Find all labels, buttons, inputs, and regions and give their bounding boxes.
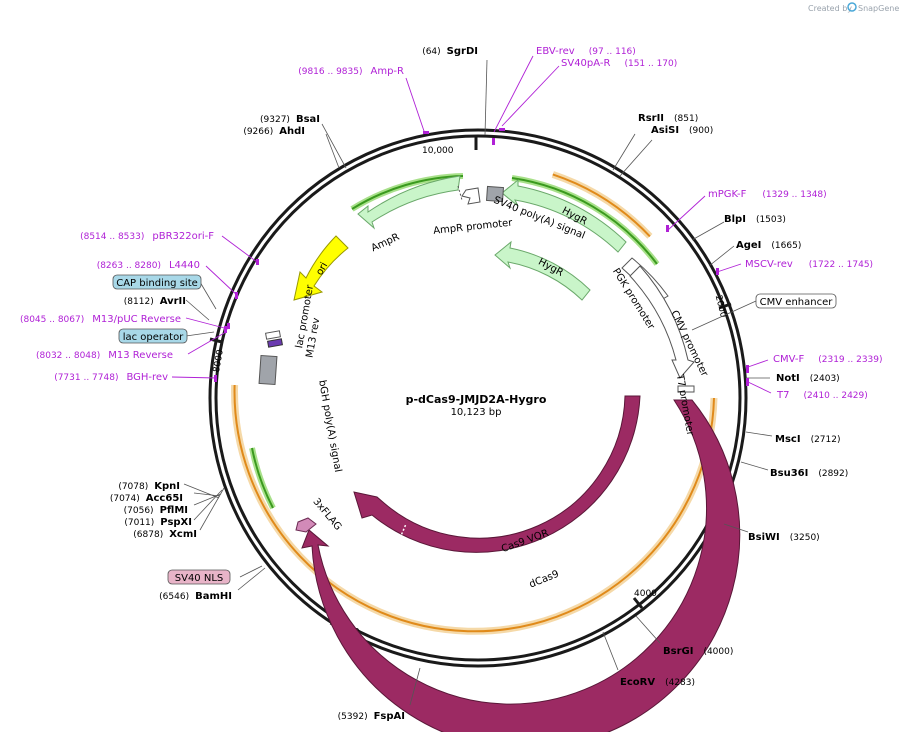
feature-label-3xflag: 3xFLAG bbox=[310, 496, 343, 532]
tick-mark-4000 bbox=[632, 597, 644, 609]
hygr-arrow-1[interactable] bbox=[501, 178, 627, 253]
primer-bgh-rev[interactable]: (7731 .. 7748)BGH-rev bbox=[54, 372, 168, 383]
primer-amp-r[interactable]: (9816 .. 9835)Amp-R bbox=[298, 66, 404, 77]
primer-cmv-f[interactable]: CMV-F(2319 .. 2339) bbox=[773, 354, 883, 365]
feature-label-dcas9: dCas9 bbox=[528, 569, 561, 591]
svg-text:SV40 NLS: SV40 NLS bbox=[175, 573, 224, 584]
site-bsu36i[interactable]: Bsu36I(2892) bbox=[770, 468, 848, 479]
snapgene-logo-icon bbox=[847, 2, 857, 12]
tick-mark-2000 bbox=[718, 302, 732, 310]
feature-label-ampr: AmpR bbox=[370, 232, 402, 255]
backbone-inner-ring bbox=[214, 134, 742, 662]
backbone-outer-ring bbox=[208, 128, 748, 668]
feature-label-bgh-polya: bGH poly(A) signal bbox=[316, 379, 343, 473]
primer-ebv-rev[interactable]: EBV-rev(97 .. 116) bbox=[536, 46, 636, 57]
dcas9-arrow[interactable] bbox=[301, 399, 741, 732]
site-kpni[interactable]: (7078)KpnI bbox=[118, 481, 180, 492]
3xflag-arrow[interactable] bbox=[295, 517, 317, 533]
orf-arc-hygr-line bbox=[511, 177, 658, 265]
site-bsai[interactable]: (9327)BsaI bbox=[260, 114, 320, 125]
primer-t7[interactable]: T7(2410 .. 2429) bbox=[776, 390, 868, 401]
cas9-vqr-divider bbox=[399, 523, 407, 539]
tick-label-8000: 8000 bbox=[212, 349, 226, 374]
created-by-label: Created by bbox=[808, 4, 852, 13]
tick-mark-8000 bbox=[209, 337, 223, 344]
primer-mpgk-f[interactable]: mPGK-F(1329 .. 1348) bbox=[708, 189, 827, 200]
t7-promoter-box[interactable] bbox=[677, 385, 695, 393]
site-leaders bbox=[183, 59, 773, 706]
ampr-divider bbox=[457, 185, 463, 201]
boxed-feature-cmv-enhancer[interactable]: CMV enhancer bbox=[755, 293, 837, 309]
feature-label-ampr-promoter: AmpR promoter bbox=[433, 217, 514, 236]
site-asisi[interactable]: AsiSI(900) bbox=[651, 125, 713, 136]
site-rsrii[interactable]: RsrII(851) bbox=[638, 113, 698, 124]
site-ahdi[interactable]: (9266)AhdI bbox=[243, 126, 305, 137]
primer-l4440[interactable]: (8263 .. 8280)L4440 bbox=[97, 260, 200, 271]
site-pflmi[interactable]: (7056)PflMI bbox=[124, 505, 188, 516]
site-bamhi[interactable]: (6546)BamHI bbox=[159, 591, 232, 602]
tick-label-4000: 4000 bbox=[634, 589, 657, 599]
primer-pbr322ori-f[interactable]: (8514 .. 8533)pBR322ori-F bbox=[80, 231, 214, 242]
site-ecorv[interactable]: EcoRV(4283) bbox=[620, 677, 695, 688]
primer-mscv-rev[interactable]: MSCV-rev(1722 .. 1745) bbox=[745, 259, 873, 270]
site-sgrdi[interactable]: (64)SgrDI bbox=[422, 46, 478, 57]
plasmid-size: 10,123 bp bbox=[451, 407, 502, 418]
primer-m13-reverse[interactable]: (8032 .. 8048)M13 Reverse bbox=[36, 350, 173, 361]
m13-rev-box[interactable] bbox=[267, 338, 283, 348]
lac-promoter-box[interactable] bbox=[265, 330, 281, 340]
primer-sv40pa-r[interactable]: SV40pA-R(151 .. 170) bbox=[561, 58, 677, 69]
site-bsrgi[interactable]: BsrGI(4000) bbox=[663, 646, 733, 657]
primer-m13-puc-reverse[interactable]: (8045 .. 8067)M13/pUC Reverse bbox=[20, 314, 181, 325]
ori-arrow[interactable] bbox=[293, 235, 349, 301]
site-noti[interactable]: NotI(2403) bbox=[776, 373, 840, 384]
site-fspai[interactable]: (5392)FspAI bbox=[338, 711, 405, 722]
bgh-polya-box[interactable] bbox=[258, 354, 278, 386]
site-msci[interactable]: MscI(2712) bbox=[775, 434, 841, 445]
site-blpi[interactable]: BlpI(1503) bbox=[724, 214, 786, 225]
hygr-arrow-2[interactable] bbox=[494, 240, 591, 301]
svg-text:lac operator: lac operator bbox=[123, 332, 184, 343]
orf-arc-left-line bbox=[251, 447, 274, 509]
svg-text:CAP binding site: CAP binding site bbox=[116, 278, 198, 289]
cas9-vqr-arrow[interactable] bbox=[353, 395, 641, 553]
orf-arc-top-right-line bbox=[552, 173, 651, 238]
site-acc65i[interactable]: (7074)Acc65I bbox=[110, 493, 183, 504]
sv40-polya-box[interactable] bbox=[485, 185, 505, 203]
site-xcmi[interactable]: (6878)XcmI bbox=[133, 529, 197, 540]
primer-marks bbox=[214, 128, 749, 386]
site-bsiwi[interactable]: BsiWI(3250) bbox=[748, 532, 820, 543]
site-avrii[interactable]: (8112)AvrII bbox=[124, 296, 186, 307]
ampr-arrow[interactable] bbox=[357, 175, 461, 230]
snapgene-label: SnapGene bbox=[858, 4, 899, 13]
primer-leaders bbox=[171, 55, 772, 394]
boxed-feature-cap-binding-site[interactable]: CAP binding site bbox=[112, 274, 202, 290]
tick-label-10000: 10,000 bbox=[422, 146, 454, 156]
site-pspxi[interactable]: (7011)PspXI bbox=[124, 517, 192, 528]
cmv-promoter-arrow[interactable] bbox=[629, 265, 695, 379]
site-agei[interactable]: AgeI(1665) bbox=[736, 240, 801, 251]
orf-arc-main-line bbox=[233, 384, 715, 633]
boxed-feature-lac-operator[interactable]: lac operator bbox=[118, 328, 188, 344]
ampr-promoter-arrow[interactable] bbox=[461, 187, 481, 205]
boxed-feature-sv40-nls[interactable]: SV40 NLS bbox=[167, 569, 231, 585]
svg-text:CMV enhancer: CMV enhancer bbox=[760, 297, 834, 308]
plasmid-name: p-dCas9-JMJD2A-Hygro bbox=[406, 393, 547, 406]
orf-arc-ampr-line bbox=[351, 175, 464, 210]
